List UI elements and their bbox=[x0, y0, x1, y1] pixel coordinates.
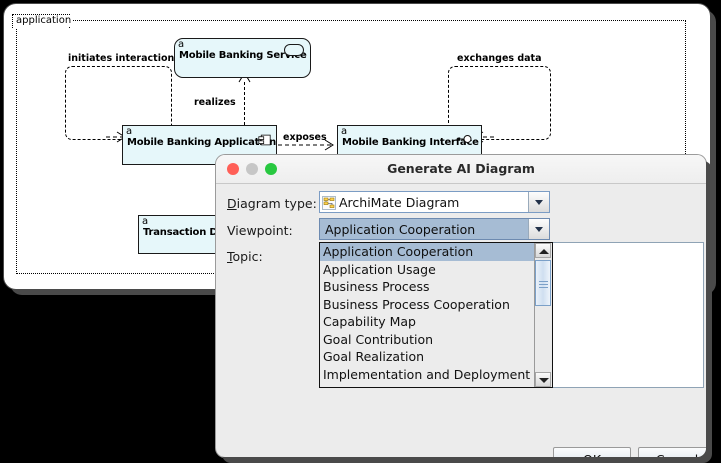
element-mobile-banking-service[interactable]: a Mobile Banking Service bbox=[174, 38, 311, 78]
dropdown-option[interactable]: Goal Contribution bbox=[323, 331, 434, 347]
diagram-type-label: Diagram type: bbox=[227, 196, 317, 211]
relation-box-initiates[interactable] bbox=[65, 66, 172, 140]
viewpoint-value: Application Cooperation bbox=[325, 221, 476, 237]
arrow-exposes-icon bbox=[278, 139, 334, 151]
dropdown-option[interactable]: Application Cooperation bbox=[320, 243, 534, 261]
ok-rest: K bbox=[593, 452, 601, 457]
scroll-down-icon[interactable] bbox=[535, 372, 551, 387]
dropdown-option[interactable]: Application Usage bbox=[323, 261, 436, 277]
scrollbar-thumb[interactable] bbox=[535, 260, 551, 306]
application-interface-icon bbox=[456, 135, 472, 143]
diagram-canvas[interactable]: application initiates interaction exchan… bbox=[4, 4, 710, 289]
dialog-title: Generate AI Diagram bbox=[387, 161, 535, 176]
dropdown-option[interactable]: Goal Realization bbox=[323, 349, 425, 364]
dialog-body: Diagram type: ArchiMate Diagram Viewpoin… bbox=[216, 183, 706, 457]
dialog-title-bar[interactable]: Generate AI Diagram bbox=[216, 155, 706, 184]
cancel-button[interactable]: Cancel bbox=[638, 447, 706, 457]
element-tag: a bbox=[126, 126, 133, 137]
dropdown-option[interactable]: Implementation and Deployment bbox=[323, 366, 531, 382]
dropdown-option[interactable]: Business Process bbox=[323, 279, 430, 294]
diagram-type-label-mnemonic: D bbox=[227, 196, 237, 211]
chevron-down-icon[interactable] bbox=[528, 192, 549, 212]
topic-label-mnemonic: T bbox=[227, 249, 233, 264]
element-name: Mobile Banking Service bbox=[179, 50, 307, 61]
element-tag: a bbox=[178, 39, 185, 50]
archimate-diagram-icon bbox=[322, 195, 336, 210]
relation-label-realizes: realizes bbox=[194, 97, 236, 108]
scroll-up-icon[interactable] bbox=[535, 243, 551, 258]
ok-button-label: OK bbox=[583, 452, 601, 457]
maximize-icon[interactable] bbox=[265, 163, 277, 175]
relation-label-initiates: initiates interaction bbox=[68, 53, 175, 64]
relation-line-realizes bbox=[244, 82, 245, 130]
relation-box-exchanges[interactable] bbox=[448, 66, 551, 140]
ok-mnemonic: O bbox=[583, 452, 593, 457]
diagram-type-label-rest: iagram type: bbox=[236, 196, 317, 211]
element-name: Mobile Banking Interface bbox=[342, 137, 479, 148]
dropdown-option[interactable]: Capability Map bbox=[323, 314, 416, 329]
close-icon[interactable] bbox=[227, 163, 239, 175]
minimize-icon[interactable] bbox=[246, 163, 258, 175]
dropdown-option[interactable]: Business Process Cooperation bbox=[323, 296, 510, 312]
cancel-button-label: Cancel bbox=[656, 452, 698, 457]
viewpoint-combobox[interactable]: Application Cooperation bbox=[319, 218, 550, 240]
cancel-mnemonic: C bbox=[656, 452, 665, 457]
diagram-type-value: ArchiMate Diagram bbox=[339, 194, 460, 210]
element-tag: a bbox=[142, 216, 149, 227]
dropdown-scrollbar[interactable] bbox=[534, 243, 552, 387]
element-name: Mobile Banking Application bbox=[127, 137, 277, 148]
cancel-rest: ancel bbox=[665, 452, 699, 457]
relation-label-exposes: exposes bbox=[283, 132, 327, 143]
ok-button[interactable]: OK bbox=[553, 447, 631, 457]
relation-label-exchanges: exchanges data bbox=[457, 53, 542, 64]
viewpoint-label: Viewpoint: bbox=[227, 223, 293, 238]
chevron-down-icon[interactable] bbox=[528, 219, 549, 239]
element-tag: a bbox=[341, 126, 348, 137]
application-service-icon bbox=[284, 44, 304, 56]
grouping-label: application bbox=[14, 15, 74, 26]
application-component-icon bbox=[258, 134, 271, 146]
topic-label: Topic: bbox=[227, 249, 263, 264]
element-name: Transaction Data bbox=[143, 227, 236, 238]
topic-label-rest: opic: bbox=[232, 249, 263, 264]
diagram-type-combobox[interactable]: ArchiMate Diagram bbox=[319, 191, 550, 213]
